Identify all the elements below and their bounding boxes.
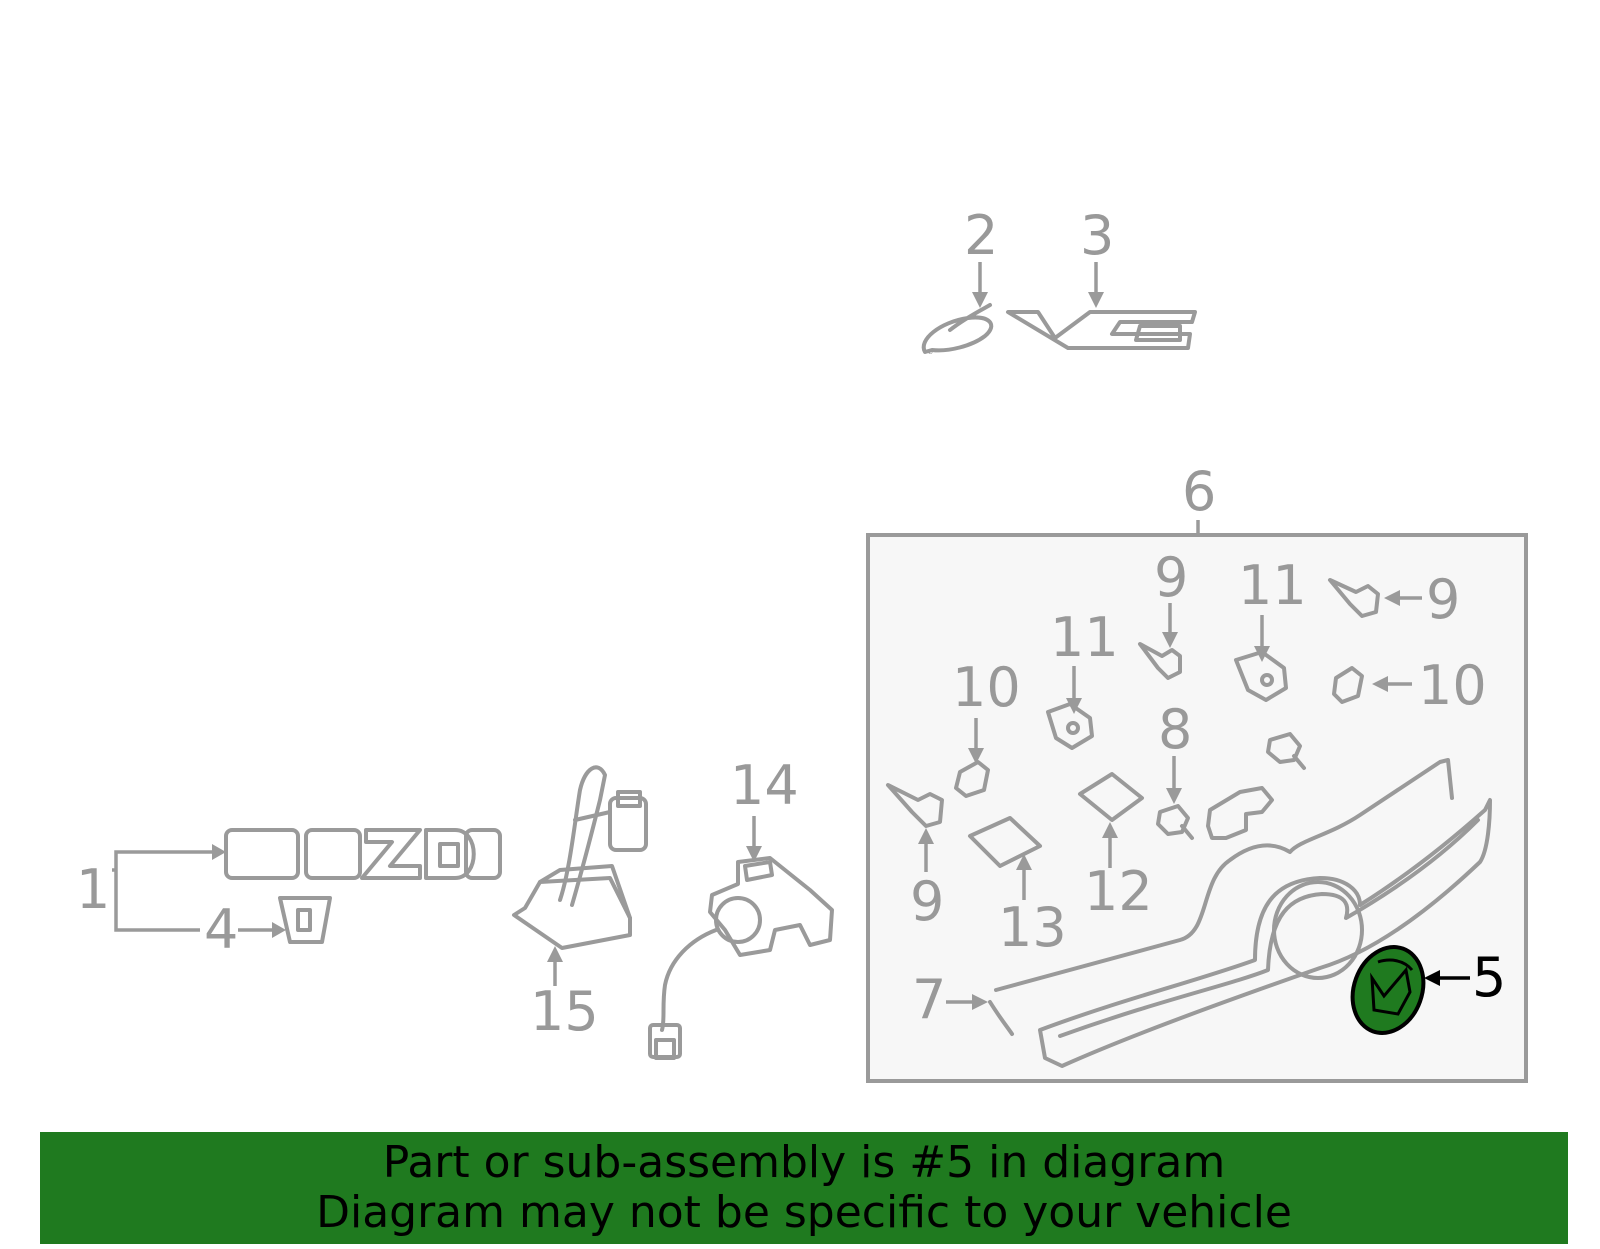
callout-7: 7: [912, 968, 946, 1031]
callout-12: 12: [1084, 860, 1153, 923]
callout-1-bracket: [112, 850, 214, 932]
callout-13: 13: [998, 896, 1067, 959]
banner-line-1: Part or sub-assembly is #5 in diagram: [382, 1137, 1226, 1188]
screw-part-8: [1156, 804, 1194, 840]
clip-part-9-middle: [1138, 642, 1182, 680]
callout-5: 5: [1472, 946, 1506, 1009]
clip-part-4: [278, 896, 332, 944]
emblem-6-part: 6: [921, 303, 994, 355]
callout-6: 6: [1182, 460, 1216, 523]
pad-part-12: [1078, 772, 1144, 822]
callout-11-left: 11: [1050, 606, 1119, 669]
camera-part-14: [648, 856, 834, 1060]
emblem-part-5-highlighted: [1350, 945, 1426, 1035]
callout-14: 14: [730, 754, 799, 817]
emblem-v6-part: [1006, 310, 1197, 350]
clip-part-9-left: [886, 783, 944, 828]
callout-10-left: 10: [952, 656, 1021, 719]
callout-9-right: 9: [1426, 568, 1460, 631]
svg-text:6: 6: [930, 351, 931, 353]
callout-15: 15: [530, 980, 599, 1043]
callout-11-right: 11: [1238, 554, 1307, 617]
mazda-emblem-part: [224, 828, 502, 880]
bracket-unlabeled: [1206, 786, 1274, 840]
callout-8: 8: [1158, 698, 1192, 761]
clip-part-10-right: [1332, 666, 1364, 704]
callout-1: 1: [76, 858, 110, 921]
clip-part-9-right: [1328, 578, 1380, 618]
banner-line-2: Diagram may not be specific to your vehi…: [316, 1187, 1292, 1238]
callout-2: 2: [964, 204, 998, 267]
callout-9-middle: 9: [1154, 546, 1188, 609]
seal-strip-part-7: [988, 758, 1454, 1036]
callout-9-left: 9: [910, 870, 944, 933]
v6-emblem-lettering: V6: [1008, 347, 1010, 349]
grille-part-6: [1038, 798, 1492, 1068]
info-banner: Part or sub-assembly is #5 in diagram Di…: [40, 1132, 1568, 1244]
callout-4: 4: [204, 898, 238, 961]
screw-unlabeled: [1266, 732, 1306, 770]
clip-part-10-left: [954, 760, 990, 798]
callout-10-right: 10: [1418, 654, 1487, 717]
pad-part-13: [968, 816, 1042, 868]
switch-assembly-part-15: [512, 765, 648, 950]
callout-3: 3: [1080, 204, 1114, 267]
